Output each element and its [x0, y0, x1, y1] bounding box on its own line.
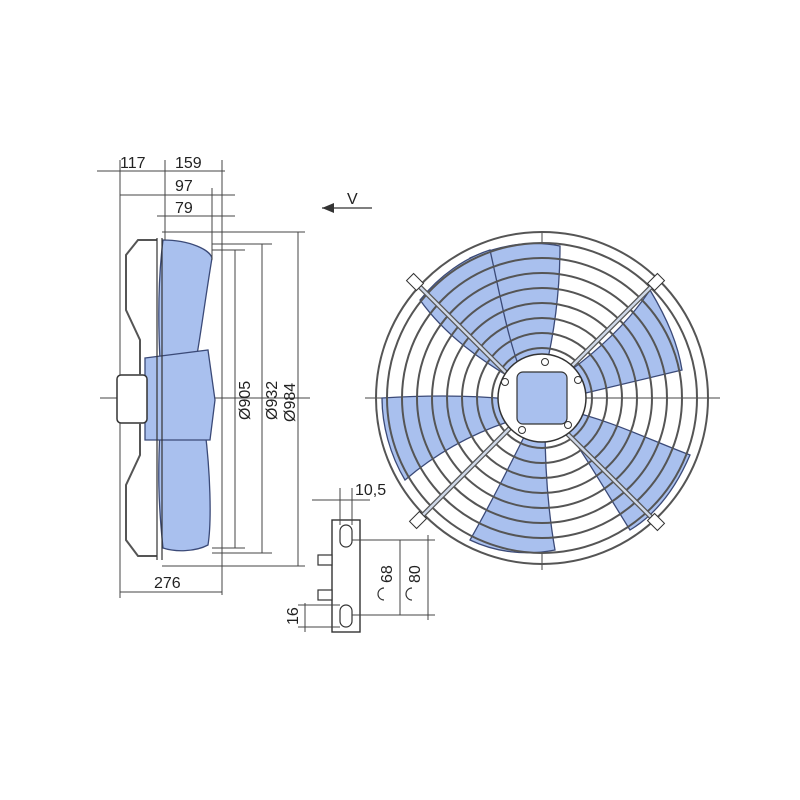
dim-905: Ø905 — [237, 381, 254, 420]
dim-984: Ø984 — [282, 383, 299, 422]
bracket-slot-top — [339, 524, 353, 548]
airflow-arrow-head — [322, 203, 334, 213]
guard-ring-8 — [476, 332, 608, 464]
dim-932: Ø932 — [264, 381, 281, 420]
airflow-label: V — [347, 191, 358, 208]
guard-ring-3 — [401, 257, 683, 539]
dim-159: 159 — [175, 155, 202, 172]
hub-bolt-1 — [501, 378, 509, 386]
bracket-tab-lower — [317, 589, 333, 601]
hub-bolt-3 — [518, 426, 526, 434]
guard-ring-9 — [491, 347, 593, 449]
guard-ring-2 — [386, 242, 698, 554]
mount-foot-tr — [646, 272, 666, 292]
bracket-detail: 10,5 68 80 16 — [285, 482, 435, 633]
side-blade-lower — [158, 429, 211, 552]
mount-foot-bl — [408, 510, 428, 530]
dim-117: 117 — [120, 155, 146, 172]
bracket-hook-68 — [377, 587, 385, 601]
side-blade-upper — [158, 239, 213, 361]
bracket-slot-bottom — [339, 604, 353, 628]
strut-upper — [125, 239, 157, 375]
dim-68: 68 — [379, 565, 396, 583]
bracket-tab-upper — [317, 554, 333, 566]
hub-center — [516, 371, 568, 425]
dim-80: 80 — [407, 565, 424, 583]
guard-rings — [375, 231, 709, 565]
bracket-hook-80 — [405, 587, 413, 601]
guard-ring-6 — [446, 302, 638, 494]
front-view — [365, 231, 720, 570]
hub-bolt-5 — [541, 358, 549, 366]
side-view: 117 159 97 79 276 Ø905 Ø932 Ø984 V — [97, 155, 372, 598]
fan-blade-6 — [419, 249, 523, 383]
hub-bolt-2 — [574, 376, 582, 384]
guard-ring-outer — [375, 231, 709, 565]
mount-foot-br — [646, 512, 666, 532]
dim-10-5: 10,5 — [355, 482, 386, 499]
mount-foot-tl — [405, 272, 425, 292]
dim-79: 79 — [175, 200, 193, 217]
guard-ring-7 — [461, 317, 623, 479]
guard-ring-5 — [431, 287, 653, 509]
side-hub — [144, 349, 216, 441]
guard-ring-4 — [416, 272, 668, 524]
hub-bolt-4 — [564, 421, 572, 429]
dim-16: 16 — [285, 607, 302, 625]
motor-body — [116, 374, 148, 424]
dim-276: 276 — [154, 575, 181, 592]
dim-97: 97 — [175, 178, 193, 195]
fan-hub — [497, 353, 587, 443]
strut-lower — [125, 423, 157, 557]
